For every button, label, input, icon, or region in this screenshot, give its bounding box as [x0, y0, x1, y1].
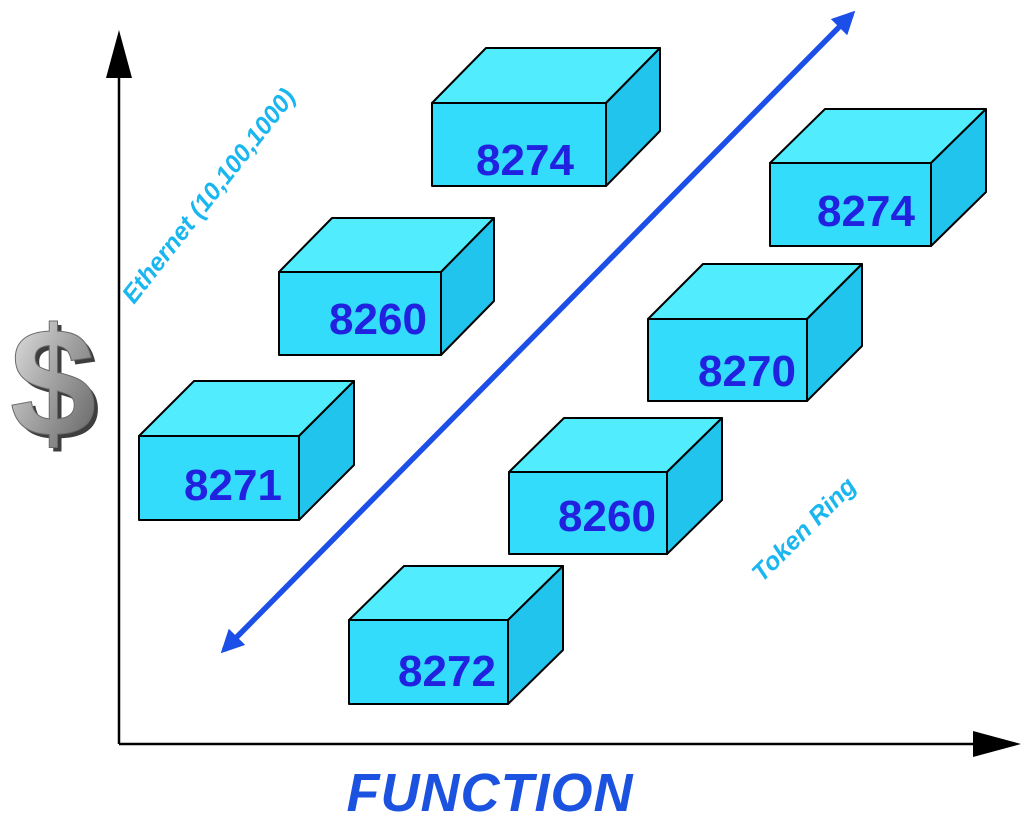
box-model-label: 8260: [329, 295, 427, 344]
ethernet-box-8271: 8271: [138, 380, 355, 521]
token-ring-box-8270: 8270: [647, 263, 863, 402]
token-ring-box-8260: 8260: [508, 417, 723, 555]
y-axis-label: $: [10, 296, 96, 469]
svg-text:$: $: [14, 300, 100, 473]
dollar-sign-icon: $ $: [9, 296, 100, 474]
y-axis-arrow-icon: [106, 30, 132, 78]
token-ring-box-8272: 8272: [348, 565, 564, 705]
box-model-label: 8260: [558, 492, 656, 541]
ethernet-box-8274: 8274: [431, 47, 661, 187]
box-model-label: 8274: [476, 136, 574, 185]
token-ring-box-8274: 8274: [769, 108, 987, 247]
x-axis-arrow-icon: [973, 731, 1021, 757]
box-model-label: 8274: [817, 187, 915, 236]
box-model-label: 8271: [184, 461, 282, 510]
ethernet-box-8260: 8260: [278, 217, 495, 356]
axes: [106, 30, 1021, 757]
box-model-label: 8270: [698, 347, 796, 396]
division-double-arrow: [220, 10, 856, 654]
x-axis-label: FUNCTION: [346, 763, 634, 821]
box-model-label: 8272: [398, 647, 496, 696]
